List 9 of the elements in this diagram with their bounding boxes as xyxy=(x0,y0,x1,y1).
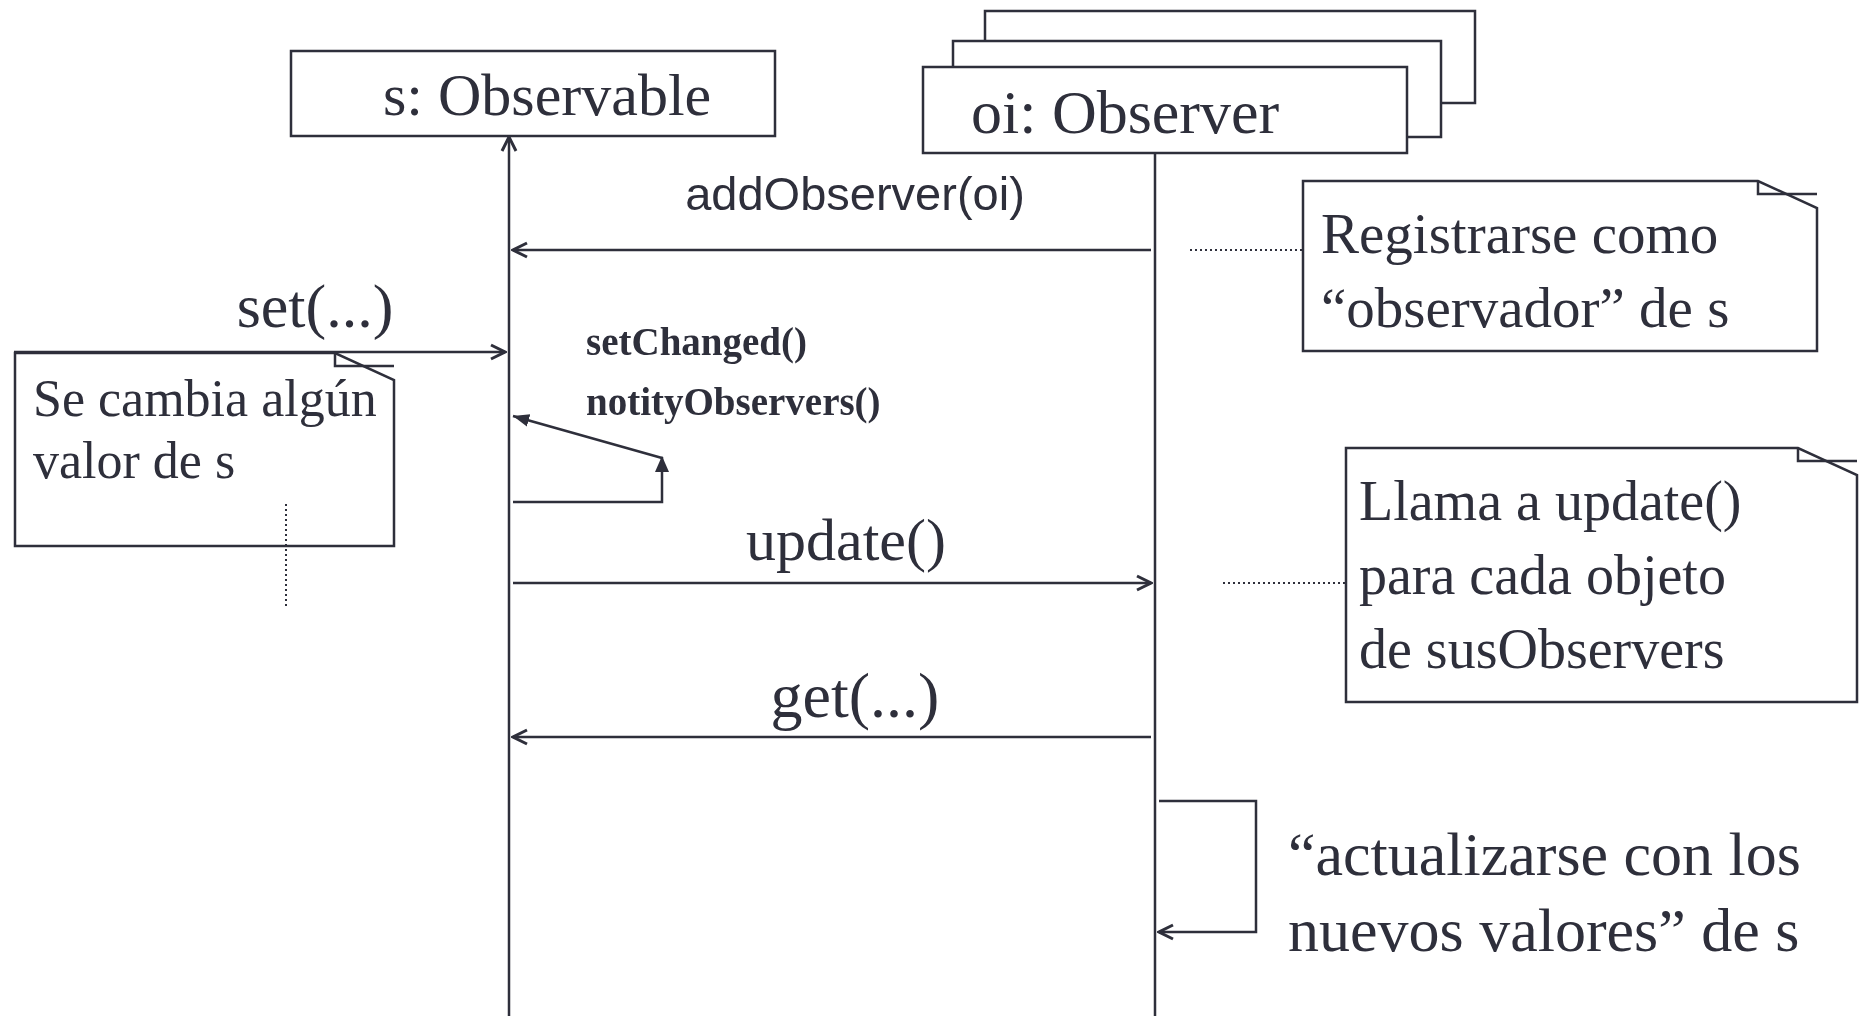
note: Registrarse como “observador” de s xyxy=(1302,180,1818,352)
object-box: s: Observable xyxy=(290,50,776,137)
method-call-text: setChanged() xyxy=(586,321,807,364)
lifeline xyxy=(1151,154,1159,1016)
note: Se cambia algún valor de s xyxy=(14,352,395,547)
lifeline xyxy=(505,160,513,1016)
note: Llama a update() para cada objeto de susObservers xyxy=(1345,447,1858,703)
method-call-text: notityObservers() xyxy=(586,381,881,424)
object-box: oi: Observer xyxy=(922,66,1408,154)
